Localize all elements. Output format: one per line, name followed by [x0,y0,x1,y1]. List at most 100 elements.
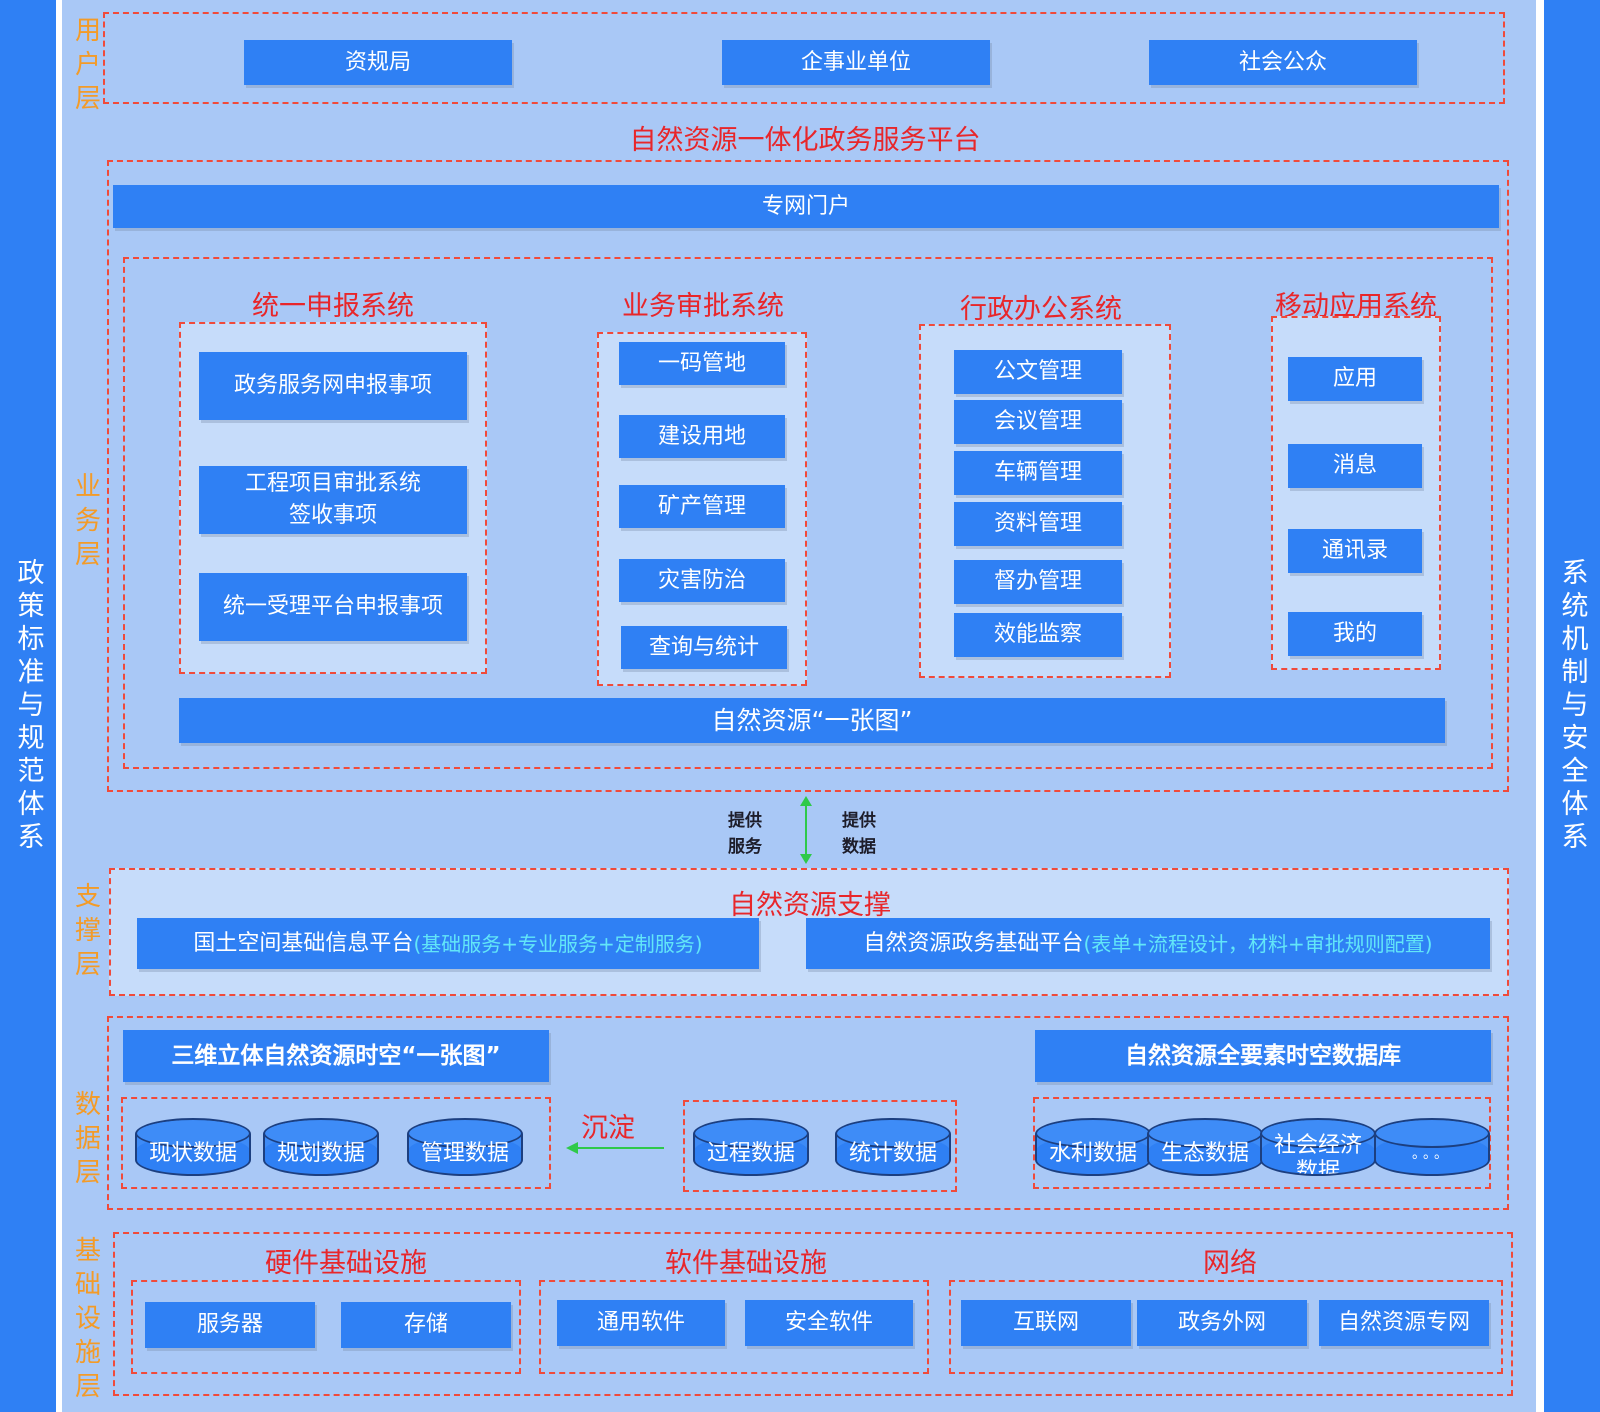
system-item: 查询与统计 [621,626,787,669]
database-label: 规划数据 [276,1141,365,1166]
system-item: 车辆管理 [954,451,1122,495]
system-item-label: 灾害防治 [657,567,746,593]
system-title: 行政办公系统 [960,294,1122,325]
infra-group-box [539,1280,929,1374]
system-item-label: 效能监察 [993,622,1082,647]
support-platform-right: 自然资源政务基础平台(表单+流程设计，材料+审批规则配置) [806,918,1490,969]
user-item-label: 企事业单位 [800,49,911,75]
database-label: 。。。 [1412,1146,1452,1162]
system-item: 效能监察 [954,613,1122,657]
one-map-bar: 自然资源“一张图” [179,698,1445,743]
user-item: 企事业单位 [722,40,990,85]
system-item: 消息 [1288,444,1422,488]
system-item-label: 会议管理 [993,409,1082,434]
user-item: 社会公众 [1149,40,1417,85]
system-item-label: 一码管地 [657,350,746,376]
database-label: 生态数据 [1160,1141,1249,1166]
system-item: 应用 [1288,357,1422,401]
infra-item: 互联网 [961,1300,1131,1346]
system-item: 统一受理平台申报事项 [199,573,467,641]
infra-item-label: 自然资源专网 [1337,1310,1470,1335]
database-icon: 管理数据 [407,1118,523,1176]
system-item-label: 资料管理 [993,511,1082,536]
database-icon: 水利数据 [1035,1118,1151,1176]
user-layer-box [103,12,1505,104]
layer-text: 基础设施层 [74,1236,101,1402]
system-item: 会议管理 [954,400,1122,444]
support-left-sub: (基础服务+专业服务+定制服务) [413,931,703,956]
system-item: 政务服务网申报事项 [199,352,467,420]
infra-item-label: 安全软件 [784,1310,873,1335]
portal-bar: 专网门户 [113,185,1499,228]
system-item-label: 车辆管理 [993,460,1082,485]
system-item: 建设用地 [619,415,785,458]
infra-group-title: 硬件基础设施 [265,1248,427,1279]
system-item: 一码管地 [619,342,785,385]
database-icon: 统计数据 [835,1118,951,1176]
layer-label-business: 业务层 [71,470,105,572]
platform-title: 自然资源一体化政务服务平台 [629,125,981,156]
system-item: 矿产管理 [619,485,785,528]
database-label: 管理数据 [420,1141,509,1166]
user-item-label: 资规局 [344,49,411,75]
system-item-label: 公文管理 [993,359,1082,384]
data-left-group [121,1097,551,1189]
data-layer-box [107,1016,1509,1210]
infra-item: 自然资源专网 [1319,1300,1489,1346]
system-item: 督办管理 [954,560,1122,604]
provide-service-label: 提供服务 [728,811,762,857]
database-icon: 过程数据 [693,1118,809,1176]
system-item-label: 统一受理平台申报事项 [222,594,443,619]
infra-item: 安全软件 [745,1300,913,1346]
database-icon: 。。。 [1374,1118,1490,1176]
business-layer-box [107,160,1509,792]
left-sidebar: 政策标准与规范体系 [0,0,56,1412]
support-right-sub: (表单+流程设计，材料+审批规则配置) [1083,931,1433,956]
one-map-label: 自然资源“一张图” [711,705,913,735]
system-item-label: 查询与统计 [648,634,759,660]
layer-text: 业务层 [74,472,101,570]
data-right-header: 自然资源全要素时空数据库 [1035,1030,1491,1082]
infra-group-box [949,1280,1503,1374]
data-left-header: 三维立体自然资源时空“一张图” [123,1030,549,1082]
system-item-label: 消息 [1332,453,1377,478]
database-icon: 社会经济数据 [1260,1118,1376,1176]
layer-text: 支撑层 [74,882,101,980]
left-sidebar-label: 政策标准与规范体系 [12,557,44,855]
system-item: 我的 [1288,612,1422,656]
infra-item-label: 政务外网 [1177,1310,1266,1335]
system-title: 统一申报系统 [252,291,414,322]
infra-item: 政务外网 [1137,1300,1307,1346]
layer-label-support: 支撑层 [71,880,105,982]
data-mid-group [683,1100,957,1192]
system-item: 资料管理 [954,502,1122,546]
layer-text: 用户层 [74,16,101,114]
layer-label-infra: 基础设施层 [71,1234,105,1404]
system-item: 通讯录 [1288,529,1422,573]
system-item-label: 应用 [1332,366,1377,391]
infra-item: 存储 [341,1302,511,1348]
data-right-group [1033,1097,1491,1189]
support-platform-left: 国土空间基础信息平台(基础服务+专业服务+定制服务) [137,918,759,969]
right-sidebar-label: 系统机制与安全体系 [1556,557,1588,855]
support-left-main: 国土空间基础信息平台 [193,930,414,956]
database-label: 过程数据 [706,1141,795,1166]
infra-item: 通用软件 [557,1300,725,1346]
system-item-label: 工程项目审批系统签收事项 [244,471,421,528]
infra-item-label: 服务器 [196,1312,263,1337]
database-icon: 规划数据 [263,1118,379,1176]
provide-data-label: 提供数据 [842,811,876,857]
database-icon: 生态数据 [1147,1118,1263,1176]
database-label: 现状数据 [148,1141,237,1166]
infra-item-label: 存储 [403,1312,448,1337]
infra-group-box [131,1280,521,1374]
system-item-label: 矿产管理 [657,493,746,519]
layer-label-user: 用户层 [71,14,105,116]
database-label: 水利数据 [1048,1141,1137,1166]
data-left-header-label: 三维立体自然资源时空“一张图” [171,1043,501,1069]
layer-label-data: 数据层 [71,1088,105,1190]
systems-box [123,257,1493,769]
database-icon: 现状数据 [135,1118,251,1176]
arrow-left-icon [566,1142,664,1154]
right-sidebar: 系统机制与安全体系 [1544,0,1600,1412]
